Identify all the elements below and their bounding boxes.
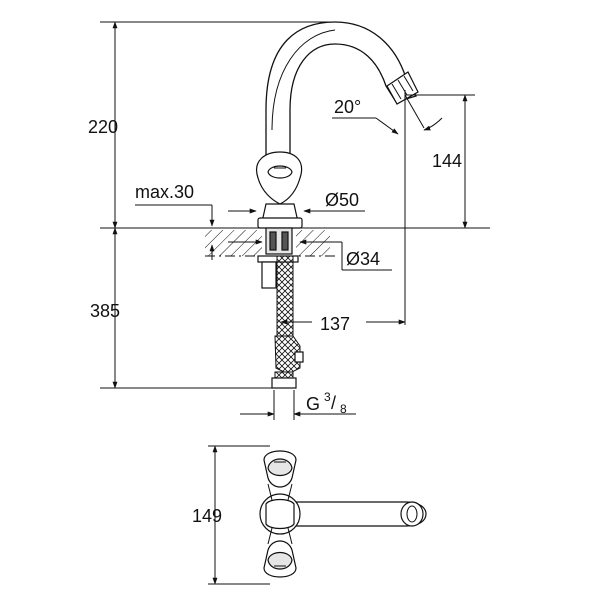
- dimension-lines: [100, 21, 475, 585]
- countertop: [100, 227, 490, 258]
- thread-numerator-label: 3: [324, 390, 331, 404]
- total-height-label: 220: [88, 117, 118, 137]
- max-thickness-label: max.30: [135, 182, 194, 202]
- below-counter-label: 385: [90, 301, 120, 321]
- thread-g-label: G: [306, 394, 320, 414]
- connection-fitting: [271, 377, 297, 389]
- plan-length-label: 149: [192, 506, 222, 526]
- faucet-plan-view: [259, 450, 427, 578]
- spout-reach-label: 137: [320, 314, 350, 334]
- base: [257, 217, 303, 229]
- faucet-elevation: [256, 21, 419, 389]
- spout-height-label: 144: [432, 151, 462, 171]
- base-diameter-label: Ø50: [325, 190, 359, 210]
- spout-angle-label: 20°: [334, 97, 361, 117]
- hole-diameter-label: Ø34: [346, 249, 380, 269]
- thread-denominator-label: 8: [340, 402, 347, 416]
- braided-hose: [276, 255, 294, 337]
- thread-slash: /: [331, 393, 336, 413]
